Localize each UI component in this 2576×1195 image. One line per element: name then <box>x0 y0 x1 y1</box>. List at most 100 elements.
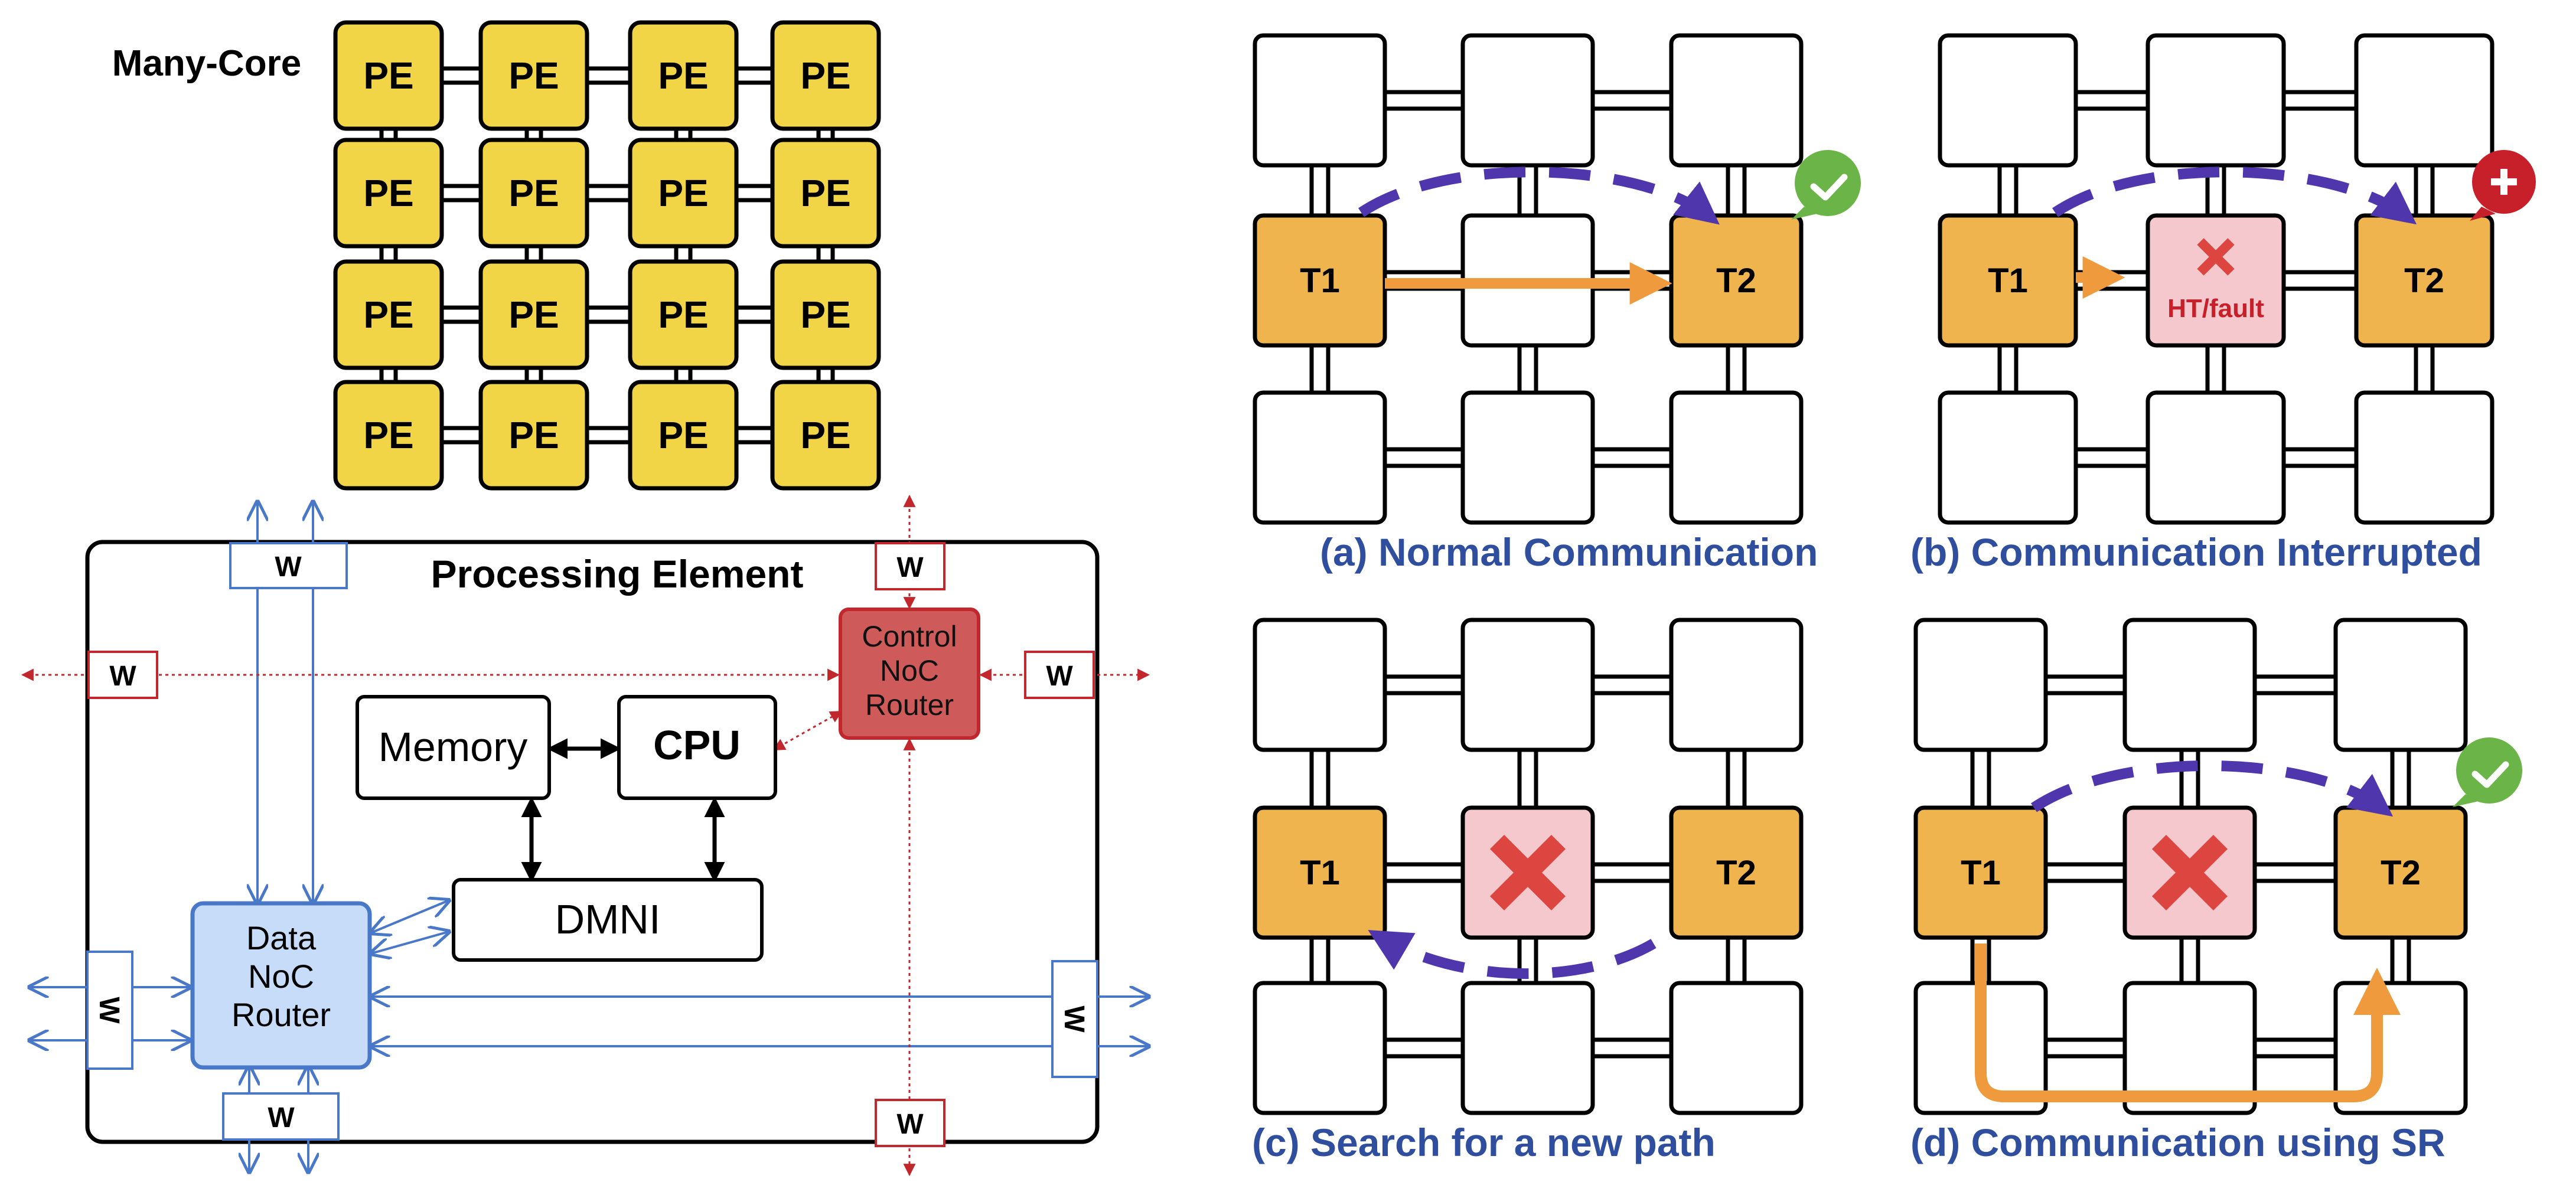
t1-label: T1 <box>1961 854 2001 892</box>
pe-node <box>770 20 881 131</box>
internal-links <box>521 738 725 883</box>
data-links <box>30 502 1149 1172</box>
mesh-node <box>2122 618 2257 752</box>
pe-label: PE <box>658 293 708 336</box>
pe-node <box>333 259 444 370</box>
wrappers: W W W W W W W W <box>86 542 1098 1147</box>
t1-label: T1 <box>1300 854 1340 892</box>
mesh-node <box>2354 33 2495 168</box>
mesh-node <box>2145 390 2286 525</box>
wrapper-control-west <box>87 651 158 699</box>
ht-fault-label: HT/fault <box>2167 294 2264 323</box>
control-router-line-1: Control <box>862 620 957 653</box>
wrapper-data-west <box>86 951 133 1070</box>
wrapper-control-south <box>875 1099 945 1147</box>
t1-label: T1 <box>1300 262 1340 300</box>
control-router-line-2: NoC <box>880 654 939 687</box>
mesh-node <box>1253 390 1387 525</box>
mesh-node <box>1460 33 1595 168</box>
pe-node <box>333 138 444 249</box>
pe-label: PE <box>363 172 413 214</box>
wrapper-label: W <box>1046 661 1073 692</box>
mesh-node <box>1460 618 1595 752</box>
data-router-line-2: NoC <box>248 958 314 995</box>
pe-node <box>478 259 589 370</box>
dashed-search-path <box>2052 166 2417 225</box>
wrapper-data-north <box>229 542 348 589</box>
pe-node <box>628 20 739 131</box>
pe-label: PE <box>363 293 413 336</box>
caption-b: (b) Communication Interrupted <box>1910 530 2482 574</box>
dmni-block <box>452 878 764 962</box>
control-noc-router <box>839 608 980 740</box>
wrapper-data-east <box>1051 960 1098 1078</box>
pe-label: PE <box>658 414 708 456</box>
faulty-node <box>2145 213 2286 348</box>
fault-x-icon <box>2151 834 2228 911</box>
mesh-node <box>2122 981 2257 1115</box>
task-t2-node <box>2354 213 2495 348</box>
cpu-label: CPU <box>653 722 741 768</box>
mesh-node <box>1913 618 2048 752</box>
pe-label: PE <box>800 293 850 336</box>
pe-node <box>628 138 739 249</box>
pe-node <box>478 380 589 491</box>
wrapper-label: W <box>896 1109 924 1140</box>
wrapper-label: W <box>275 551 302 583</box>
data-noc-router <box>190 901 372 1070</box>
checkmark-bubble-icon <box>1791 150 1861 220</box>
mesh-node <box>1460 390 1595 525</box>
control-router-line-3: Router <box>865 688 954 721</box>
dmni-label: DMNI <box>555 896 661 942</box>
pe-node <box>628 380 739 491</box>
mesh-node <box>2354 390 2495 525</box>
pe-node <box>333 20 444 131</box>
fault-x-icon <box>2197 238 2235 276</box>
checkmark-bubble-icon <box>2453 737 2522 807</box>
pe-node <box>770 138 881 249</box>
control-links <box>21 494 1150 1177</box>
processing-element-boundary <box>85 540 1100 1144</box>
caption-c: (c) Search for a new path <box>1252 1121 1716 1164</box>
wrapper-label: W <box>896 552 924 583</box>
caption-d: (d) Communication using SR <box>1910 1121 2445 1164</box>
pe-node <box>478 20 589 131</box>
wrapper-control-north <box>875 542 945 590</box>
pe-label: PE <box>800 414 850 456</box>
mesh-node <box>1253 33 1387 168</box>
mesh-node <box>1460 981 1595 1115</box>
t1-label: T1 <box>1988 262 2028 300</box>
task-t2-node <box>1669 805 1804 940</box>
wrapper-label: W <box>1058 1005 1090 1033</box>
pe-node <box>770 380 881 491</box>
wrapper-label: W <box>93 997 125 1024</box>
pe-label: PE <box>658 172 708 214</box>
task-t1-node <box>1913 805 2048 940</box>
dashed-search-path <box>2031 760 2394 817</box>
many-core-title: Many-Core <box>112 43 301 84</box>
t2-label: T2 <box>2404 262 2444 300</box>
pe-label: PE <box>658 54 708 97</box>
pe-label: PE <box>363 414 413 456</box>
panel-d: T1 T2 (d) Communication using SR <box>1910 618 2522 1164</box>
mesh-node <box>1669 33 1804 168</box>
pe-node <box>478 138 589 249</box>
cpu-block <box>617 695 777 800</box>
wrapper-label: W <box>268 1102 295 1134</box>
pe-node <box>333 380 444 491</box>
pe-label: PE <box>800 54 850 97</box>
pe-label: PE <box>800 172 850 214</box>
pe-label: PE <box>508 414 559 456</box>
t2-label: T2 <box>2381 854 2421 892</box>
dashed-search-path <box>1368 930 1657 979</box>
processing-element-diagram: Processing Element <box>21 494 1150 1177</box>
mesh-node <box>1669 390 1804 525</box>
pe-label: PE <box>508 54 559 97</box>
mesh-node <box>2333 981 2468 1115</box>
